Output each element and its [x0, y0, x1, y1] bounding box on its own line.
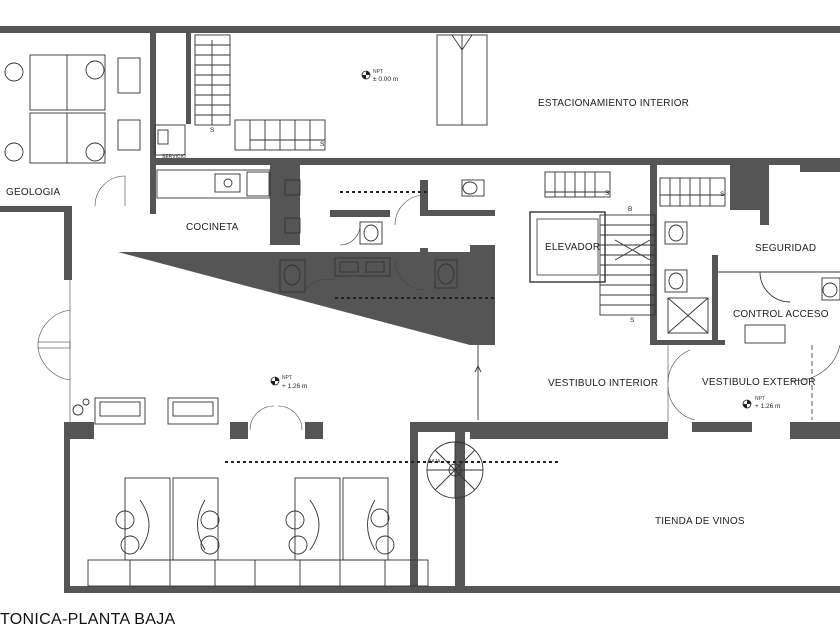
security-desk	[718, 271, 840, 344]
servicio-room	[154, 124, 186, 156]
room-label-vestibulo-exterior: VESTIBULO EXTERIOR	[702, 377, 816, 388]
room-label-control-acceso: CONTROL ACCESO	[733, 309, 829, 320]
walls	[0, 26, 840, 593]
npt-marker-parking	[361, 70, 371, 80]
room-label-estacionamiento: ESTACIONAMIENTO INTERIOR	[538, 98, 689, 109]
room-label-cocineta: COCINETA	[186, 222, 239, 233]
lobby-sofas	[72, 397, 219, 425]
dashed-beams	[225, 191, 560, 463]
ramp-arrow-head	[474, 364, 482, 373]
parking-ramp	[436, 34, 488, 126]
vestibule-doors	[667, 344, 840, 422]
stair-mark-s3: S	[605, 190, 610, 197]
level-vestibule: + 1.26 m	[755, 403, 780, 410]
room-label-geologia: GEOLOGIA	[6, 187, 61, 198]
main-entrance-door	[37, 280, 71, 422]
level-main: + 1.26 m	[282, 383, 307, 390]
stairs-center	[544, 171, 726, 316]
hall-double-door	[249, 405, 303, 431]
spiral-stair	[426, 441, 484, 499]
stair-mark-s4: S	[630, 317, 635, 324]
geologia-desks	[4, 54, 141, 164]
geologia-door	[94, 175, 126, 207]
stair-mark-s1: S	[210, 127, 215, 134]
npt-label-vestibule: NPT	[755, 396, 765, 402]
npt-label-main: NPT	[282, 375, 292, 381]
level-parking: ± 0.00 m	[373, 76, 398, 83]
npt-marker-vestibule	[742, 399, 752, 409]
room-label-servicio: SERVICIO	[162, 154, 186, 160]
stair-mark-s5: S	[720, 191, 725, 198]
room-label-tienda-vinos: TIENDA DE VINOS	[655, 516, 745, 527]
room-label-elevador: ELEVADOR	[545, 242, 600, 253]
office-workstations	[87, 477, 429, 587]
room-label-seguridad: SEGURIDAD	[755, 243, 816, 254]
stair-mark-s2: S	[320, 141, 325, 148]
stairs-top-left	[194, 34, 326, 151]
wc-fixtures	[279, 179, 709, 334]
kitchen-counter	[156, 169, 271, 199]
office-chairs	[115, 508, 395, 555]
npt-marker-main	[270, 376, 280, 386]
drawing-title: TONICA-PLANTA BAJA	[0, 611, 176, 628]
stair-mark-b: B	[628, 206, 632, 213]
wc-doors	[304, 194, 426, 291]
npt-label-parking: NPT	[373, 69, 383, 75]
stair-baja-label: BAJA	[428, 459, 441, 465]
room-label-vestibulo-interior: VESTIBULO INTERIOR	[548, 378, 658, 389]
elevator-shaft	[529, 211, 606, 283]
